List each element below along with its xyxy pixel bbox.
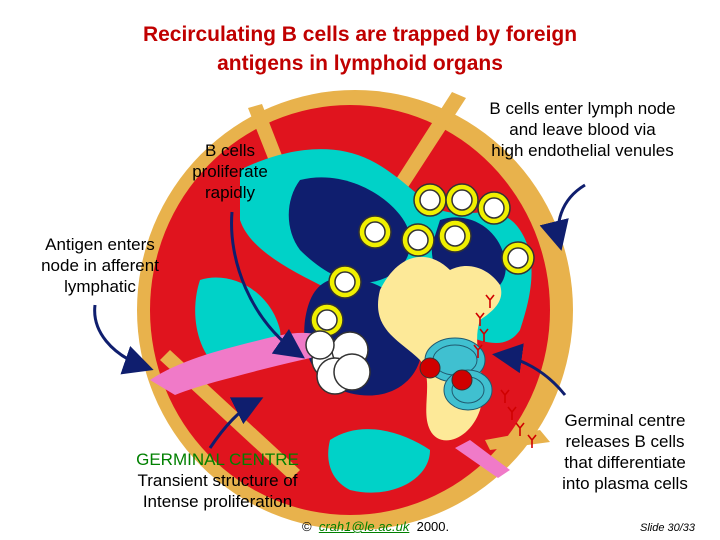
arrow-gc-releases — [492, 343, 567, 396]
slide-number: Slide 30/33 — [640, 522, 696, 534]
label-line: node in afferent — [41, 256, 159, 275]
label-b-cells-proliferate: B cells proliferate rapidly — [170, 140, 290, 203]
germinal-centre-desc-line: Intense proliferation — [142, 492, 293, 511]
arrow-b-cells-enter — [539, 183, 586, 251]
label-line: releases B cells — [565, 432, 685, 451]
label-line: high endothelial venules — [491, 141, 674, 160]
page-title: Recirculating B cells are trapped by for… — [0, 20, 720, 78]
title-line-2: antigens in lymphoid organs — [217, 52, 503, 75]
proliferating-b-cells — [305, 330, 371, 395]
footer-credit: © crah1@le.ac.uk 2000. — [302, 519, 449, 534]
arrow-germinal-centre — [208, 397, 264, 449]
antibodies — [473, 294, 537, 448]
germinal-centre-desc-line: Transient structure of — [137, 471, 298, 490]
label-line: rapidly — [204, 183, 256, 202]
label-germinal-releases: Germinal centre releases B cells that di… — [540, 410, 710, 494]
b-cells-entering — [310, 183, 535, 337]
title-line-1: Recirculating B cells are trapped by for… — [142, 23, 578, 46]
label-line: and leave blood via — [509, 120, 656, 139]
label-line: that differentiate — [564, 453, 686, 472]
label-line: Antigen enters — [45, 235, 155, 254]
label-line: B cells — [204, 141, 256, 160]
efferent-vessels — [455, 440, 510, 478]
arrow-b-cells-proliferate — [230, 211, 305, 359]
label-line: B cells enter lymph node — [489, 99, 676, 118]
label-line: lymphatic — [64, 277, 136, 296]
label-antigen-enters: Antigen enters node in afferent lymphati… — [20, 234, 180, 297]
label-line: into plasma cells — [562, 474, 688, 493]
copyright-symbol: © — [302, 519, 312, 534]
label-b-cells-enter: B cells enter lymph node and leave blood… — [465, 98, 700, 161]
germinal-centre-note: GERMINAL CENTRE Transient structure of I… — [105, 450, 330, 512]
arrow-antigen-enters — [93, 304, 154, 375]
footer-year: 2000. — [416, 519, 450, 534]
author-email-link[interactable]: crah1@le.ac.uk — [318, 519, 410, 534]
label-line: proliferate — [192, 162, 268, 181]
germinal-centre-heading: GERMINAL CENTRE — [136, 450, 299, 469]
label-line: Germinal centre — [564, 411, 686, 430]
germinal-centre-cells — [419, 337, 493, 411]
